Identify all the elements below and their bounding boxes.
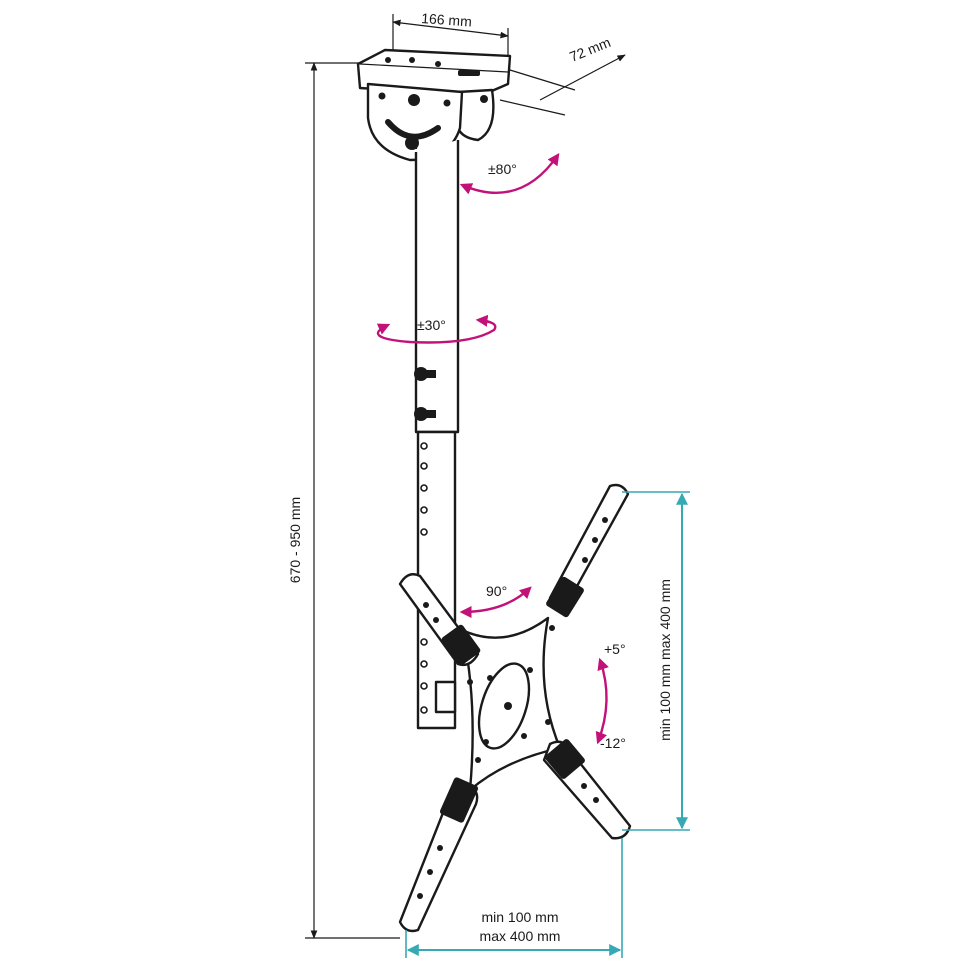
- ceiling-bracket: [356, 48, 512, 162]
- tilt-down-angle-label: -12°: [600, 735, 626, 751]
- tilt-up-angle-label: +5°: [604, 641, 626, 657]
- vesa-horizontal-min-label: min 100 mm: [481, 909, 558, 925]
- angle-arrows: [376, 153, 609, 745]
- vesa-mounting-plate: [398, 483, 632, 933]
- vesa-dimension-lines: [405, 491, 690, 958]
- vesa-vertical-label: min 100 mm max 400 mm: [657, 579, 673, 741]
- swivel-pole-angle-label: ±30°: [417, 317, 446, 333]
- height-range-label: 670 - 950 mm: [287, 497, 303, 583]
- vesa-horizontal-max-label: max 400 mm: [480, 928, 561, 944]
- bracket-depth-label: 72 mm: [567, 34, 613, 65]
- bracket-width-label: 166 mm: [421, 10, 473, 29]
- rotate-plate-angle-label: 90°: [486, 583, 507, 599]
- tilt-head-angle-label: ±80°: [488, 161, 517, 177]
- dimension-lines: [305, 14, 626, 939]
